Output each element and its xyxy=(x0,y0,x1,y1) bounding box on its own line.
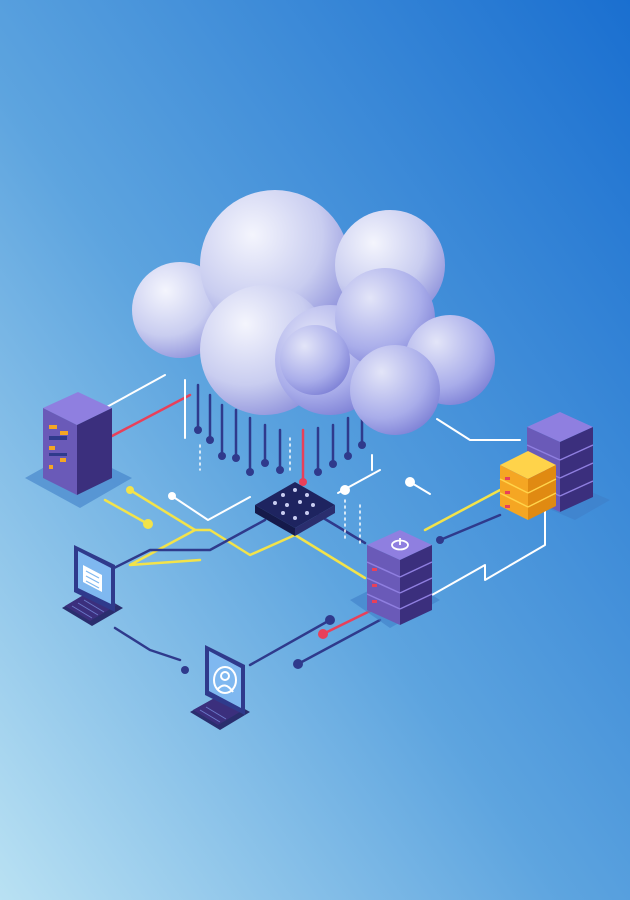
network-connections xyxy=(78,374,546,674)
user-icon xyxy=(213,666,237,694)
laptop-document-icon xyxy=(62,545,123,626)
database-stack-icon xyxy=(499,451,557,520)
tablet-user-icon xyxy=(190,645,250,730)
server-rack-icon xyxy=(25,392,132,508)
server-stack-icon xyxy=(350,530,440,628)
processor-chip-icon xyxy=(255,482,335,536)
cloud-icon xyxy=(132,190,495,435)
power-icon xyxy=(391,538,409,551)
